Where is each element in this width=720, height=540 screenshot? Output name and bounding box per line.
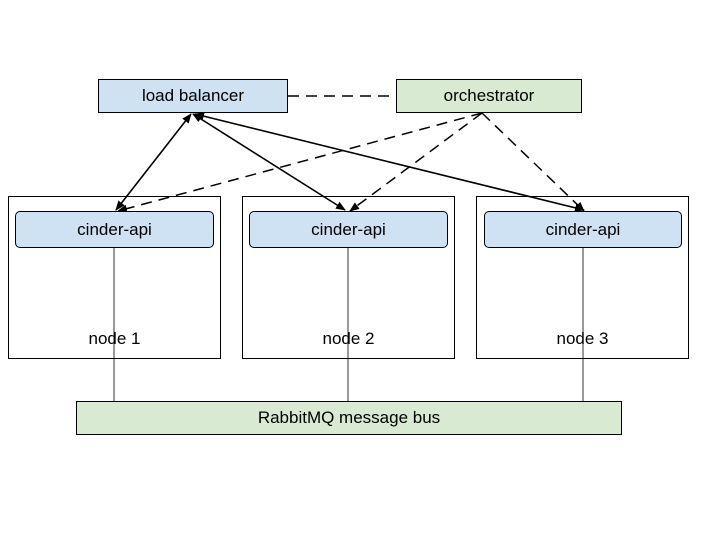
load-balancer-box: load balancer: [98, 79, 288, 113]
node-1-container: node 1: [8, 196, 221, 359]
message-bus-label: RabbitMQ message bus: [257, 408, 441, 427]
orch-api3-dashed-arrow: [481, 112, 585, 212]
node-2-container: node 2: [242, 196, 455, 359]
node-3-container: node 3: [476, 196, 689, 359]
node-1-label: node 1: [88, 329, 141, 348]
node-2-cinder-api-label: cinder-api: [311, 219, 386, 239]
node-1-cinder-api-box: cinder-api: [15, 211, 214, 248]
node-3-label: node 3: [556, 329, 609, 348]
load-balancer-label: load balancer: [141, 86, 245, 105]
lb-api1-arrow: [115, 113, 192, 211]
node-3-cinder-api-label: cinder-api: [545, 219, 621, 239]
node-3-cinder-api-box: cinder-api: [484, 211, 682, 248]
orch-api2-dashed-arrow: [349, 112, 483, 212]
orchestrator-label: orchestrator: [443, 86, 535, 105]
orchestrator-box: orchestrator: [396, 79, 582, 113]
message-bus-box: RabbitMQ message bus: [76, 401, 622, 435]
lb-api3-arrow: [194, 112, 585, 212]
orch-api1-dashed-arrow: [117, 112, 483, 213]
node-2-cinder-api-box: cinder-api: [249, 211, 448, 248]
node-2-label: node 2: [322, 329, 375, 348]
node-1-cinder-api-label: cinder-api: [77, 219, 152, 239]
